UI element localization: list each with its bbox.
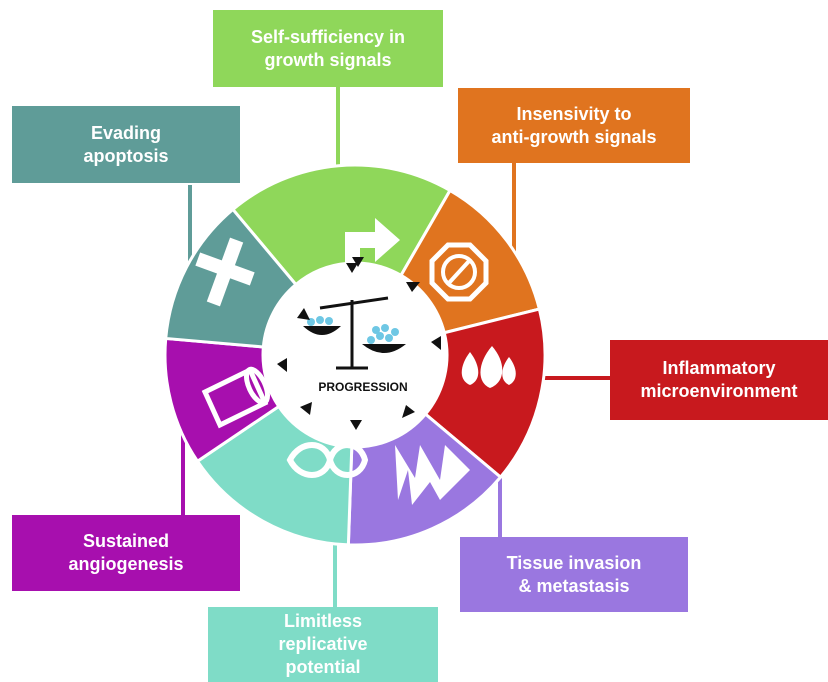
flame-icon [461,346,516,388]
arrow-icon [345,218,400,265]
inward-arrows [277,257,441,430]
center-circle [262,262,448,448]
box-invasion-label: Tissue invasion & metastasis [506,552,642,596]
vessel-icon [201,366,271,429]
box-growth: Self-sufficiency in growth signals [213,10,443,87]
prohibition-icon [429,242,489,302]
box-apoptosis-label: Evading apoptosis [83,122,169,166]
box-apoptosis: Evading apoptosis [12,106,240,183]
box-replicative-label: Limitless replicative potential [278,611,368,677]
center-label: PROGRESSION [318,380,408,394]
box-inflammatory-label: Inflammatory microenvironment [640,358,798,401]
infinity-icon [286,442,369,478]
box-growth-label: Self-sufficiency in growth signals [250,26,406,70]
box-antigrowth-label: Insensivity to anti-growth signals [491,103,657,147]
box-replicative: Limitless replicative potential [208,607,438,682]
box-angiogenesis-label: Sustained angiogenesis [68,531,184,574]
box-inflammatory: Inflammatory microenvironment [610,340,828,420]
box-antigrowth: Insensivity to anti-growth signals [458,88,690,163]
box-invasion: Tissue invasion & metastasis [460,537,688,612]
cross-icon [195,237,255,307]
zigzag-icon [395,445,470,505]
scale-icon [303,296,406,370]
box-angiogenesis: Sustained angiogenesis [12,515,240,591]
